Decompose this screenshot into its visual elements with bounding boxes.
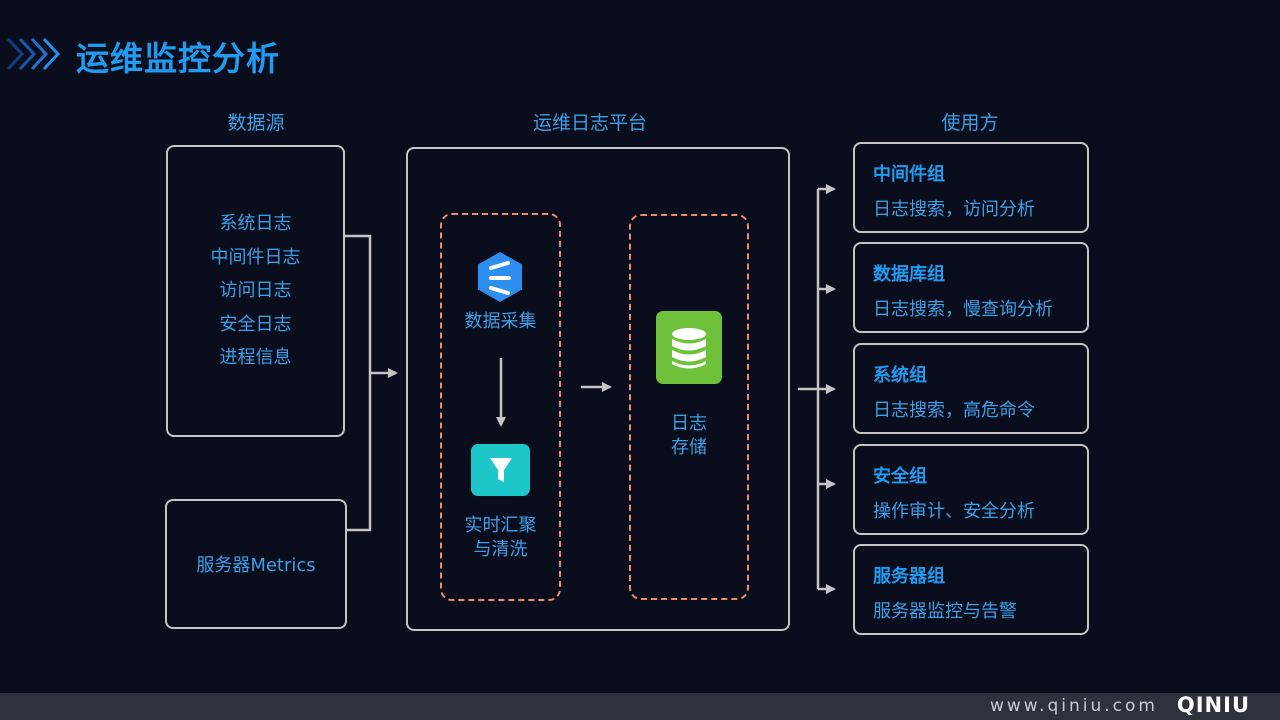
users-section-label: 使用方 xyxy=(941,112,999,134)
source-item: 中间件日志 xyxy=(210,246,301,268)
user-name: 服务器组 xyxy=(873,566,945,587)
collector-icon xyxy=(478,252,522,302)
user-desc: 日志搜索，慢查询分析 xyxy=(873,299,1053,320)
storage-label: 日志 存储 xyxy=(629,412,749,460)
user-name: 系统组 xyxy=(873,365,927,386)
user-desc: 操作审计、安全分析 xyxy=(873,501,1035,522)
user-desc: 服务器监控与告警 xyxy=(873,601,1017,622)
collect-label: 数据采集 xyxy=(464,311,537,332)
aggregate-label: 实时汇聚 与清洗 xyxy=(440,514,561,562)
user-name: 安全组 xyxy=(873,466,927,487)
user-card-system: 系统组 日志搜索，高危命令 xyxy=(853,343,1089,434)
user-desc: 日志搜索，高危命令 xyxy=(873,400,1035,421)
source-item: 访问日志 xyxy=(219,280,292,302)
aggregate-label-line2: 与清洗 xyxy=(473,539,528,560)
source-item: 系统日志 xyxy=(219,213,292,235)
source-item: 安全日志 xyxy=(219,313,292,335)
footer-brand-logo: QINIU xyxy=(1176,693,1250,717)
aggregate-label-line1: 实时汇聚 xyxy=(464,515,537,536)
metrics-label: 服务器Metrics xyxy=(196,555,316,576)
sources-section-label: 数据源 xyxy=(227,112,285,134)
chevrons-icon xyxy=(6,37,61,71)
user-card-server: 服务器组 服务器监控与告警 xyxy=(853,544,1089,635)
database-icon xyxy=(656,311,722,384)
funnel-icon xyxy=(471,444,530,496)
ingest-dashed-group xyxy=(440,213,561,601)
sources-bracket-line xyxy=(345,234,372,532)
user-card-database: 数据库组 日志搜索，慢查询分析 xyxy=(853,242,1089,333)
page-title: 运维监控分析 xyxy=(76,39,280,78)
storage-dashed-group xyxy=(629,214,749,600)
footer-url: www.qiniu.com xyxy=(989,696,1158,716)
footer-bar xyxy=(0,693,1280,720)
user-card-security: 安全组 操作审计、安全分析 xyxy=(853,444,1089,535)
metrics-source-box: 服务器Metrics xyxy=(165,499,347,629)
user-desc: 日志搜索，访问分析 xyxy=(873,199,1035,220)
platform-box xyxy=(406,147,790,631)
storage-label-line2: 存储 xyxy=(671,437,707,458)
user-name: 数据库组 xyxy=(873,264,945,285)
log-sources-box: 系统日志 中间件日志 访问日志 安全日志 进程信息 xyxy=(166,145,345,437)
user-card-middleware: 中间件组 日志搜索，访问分析 xyxy=(853,142,1089,233)
user-name: 中间件组 xyxy=(873,164,945,185)
storage-label-line1: 日志 xyxy=(671,413,707,434)
source-item: 进程信息 xyxy=(219,347,292,369)
platform-section-label: 运维日志平台 xyxy=(532,112,647,134)
